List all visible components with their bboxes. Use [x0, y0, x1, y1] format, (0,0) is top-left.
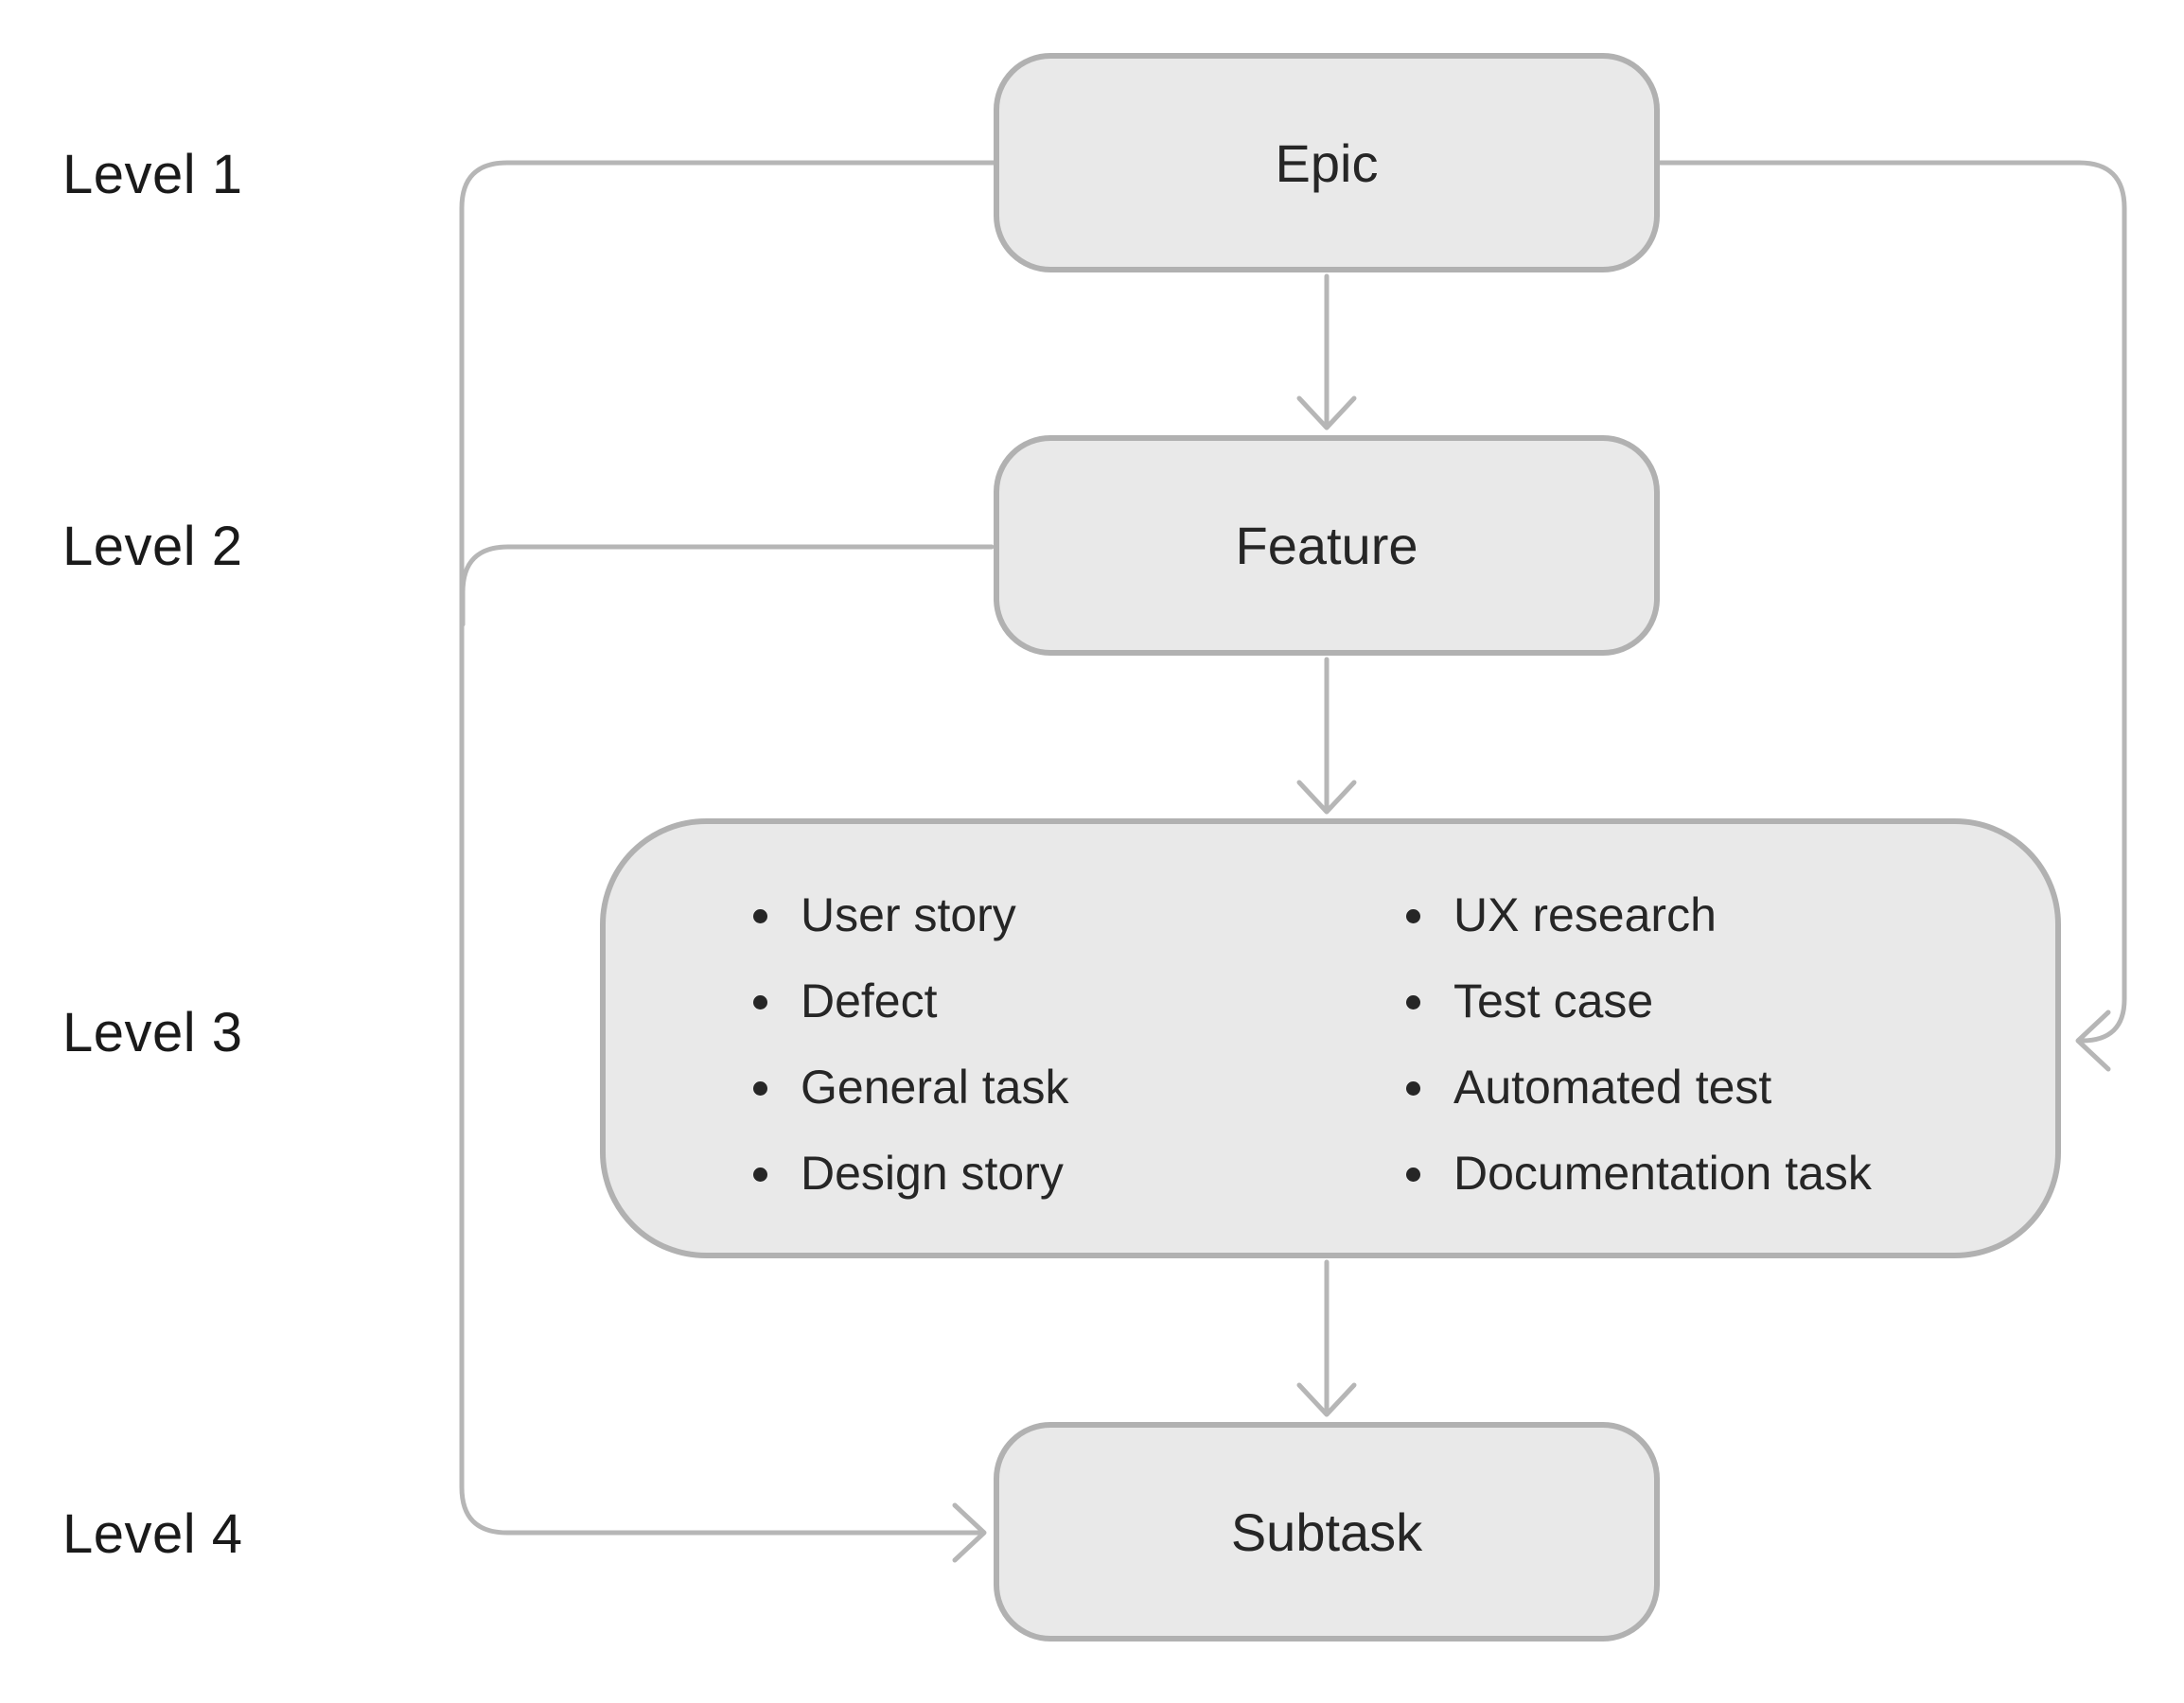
- list-item: Test case: [1406, 958, 1872, 1045]
- list-item: Documentation task: [1406, 1131, 1872, 1217]
- level-3-node: User story Defect General task Design st…: [600, 818, 2061, 1258]
- epic-level3-arrowhead-icon: [2075, 1010, 2111, 1072]
- epic-node: Epic: [994, 53, 1660, 272]
- feature-subtask-connector: [460, 544, 995, 627]
- list-item: General task: [753, 1045, 1068, 1131]
- list-item: Defect: [753, 958, 1068, 1045]
- level-3-right-list: UX research Test case Automated test Doc…: [1406, 872, 1872, 1217]
- epic-level3-connector: [1655, 160, 2127, 1044]
- feature-node-label: Feature: [1235, 516, 1418, 575]
- level-1-label: Level 1: [62, 144, 243, 205]
- epic-subtask-arrowhead-icon: [952, 1502, 987, 1563]
- level-3-label: Level 3: [62, 1002, 243, 1063]
- level-2-label: Level 2: [62, 516, 243, 577]
- list-item: Automated test: [1406, 1045, 1872, 1131]
- level3-subtask-arrowhead-icon: [1296, 1382, 1357, 1417]
- feature-node: Feature: [994, 435, 1660, 656]
- epic-feature-arrowhead-icon: [1296, 395, 1357, 430]
- level-3-left-list: User story Defect General task Design st…: [753, 872, 1068, 1217]
- level-4-label: Level 4: [62, 1503, 243, 1565]
- subtask-node-label: Subtask: [1230, 1501, 1423, 1562]
- list-item: Design story: [753, 1131, 1068, 1217]
- epic-subtask-connector: [459, 160, 998, 1536]
- list-item: UX research: [1406, 872, 1872, 958]
- feature-level3-arrowhead-icon: [1296, 780, 1357, 815]
- epic-node-label: Epic: [1275, 132, 1379, 193]
- list-item: User story: [753, 872, 1068, 958]
- subtask-node: Subtask: [994, 1422, 1660, 1642]
